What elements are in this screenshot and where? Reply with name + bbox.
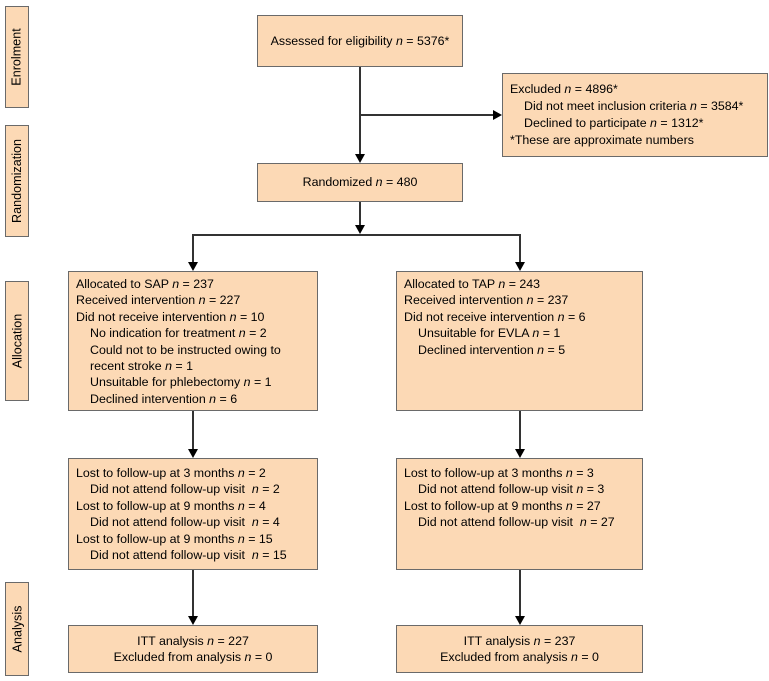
stage-label-text: Analysis <box>10 605 24 653</box>
stage-label-text: Enrolment <box>10 28 24 86</box>
arrowhead-down-icon <box>188 449 198 458</box>
connector-assessed-to-randomized <box>359 67 361 155</box>
box-line: Did not attend follow-up visit n = 4 <box>90 515 280 530</box>
stage-label-analysis: Analysis <box>5 582 29 676</box>
stage-label-text: Allocation <box>10 313 25 369</box>
box-line: Lost to follow-up at 3 months n = 3 <box>404 466 594 480</box>
box-line: Received intervention n = 227 <box>76 293 241 308</box>
box-line: *These are approximate numbers <box>510 133 694 147</box>
box-line: Did not attend follow-up visit n = 3 <box>418 482 605 497</box>
stage-label-allocation: Allocation <box>5 281 29 401</box>
box-line: Did not receive intervention n = 6 <box>404 309 586 324</box>
box-line: Lost to follow-up at 9 months n = 15 <box>76 531 273 546</box>
box-line: Excluded from analysis n = 0 <box>440 650 599 664</box>
arrowhead-down-icon <box>355 154 365 163</box>
box-line: Allocated to SAP n = 237 <box>76 277 214 291</box>
box-line: Did not meet inclusion criteria n = 3584… <box>524 99 744 113</box>
box-line: ITT analysis n = 227 <box>137 633 249 648</box>
box-assessed-for-eligibility: Assessed for eligibility n = 5376* <box>257 15 463 67</box>
box-line: Assessed for eligibility n = 5376* <box>270 33 450 48</box>
connector-split-to-alloc-right <box>519 236 521 263</box>
arrowhead-down-icon <box>188 616 198 625</box>
box-line: Randomized n = 480 <box>302 175 418 190</box>
connector-followup-to-itt-right <box>519 570 521 617</box>
box-line: Excluded from analysis n = 0 <box>113 650 273 664</box>
box-line: Declined to participate n = 1312* <box>524 116 704 130</box>
box-line: recent stroke n = 1 <box>90 359 193 374</box>
connector-split-to-alloc-left <box>192 236 194 263</box>
box-line: Did not attend follow-up visit n = 15 <box>90 548 287 563</box>
stage-label-enrolment: Enrolment <box>5 6 29 108</box>
box-line: Received intervention n = 237 <box>404 293 569 308</box>
arrowhead-down-icon <box>355 225 365 234</box>
box-line: Excluded n = 4896* <box>510 82 618 96</box>
box-line: Did not attend follow-up visit n = 27 <box>418 515 615 530</box>
box-line: Did not receive intervention n = 10 <box>76 309 265 324</box>
box-randomized: Randomized n = 480 <box>257 163 463 202</box>
connector-split-bar <box>192 234 521 236</box>
connector-alloc-to-followup-left <box>192 411 194 450</box>
box-followup-sap: Lost to follow-up at 3 months n = 2 Did n… <box>68 458 318 570</box>
box-line: Did not attend follow-up visit n = 2 <box>90 482 280 497</box>
connector-alloc-to-followup-right <box>519 411 521 450</box>
box-excluded: Excluded n = 4896* Did not meet inclusion… <box>502 73 768 157</box>
box-line: Lost to follow-up at 9 months n = 27 <box>404 498 601 513</box>
box-line: Could not to be instructed owing to <box>90 342 281 357</box>
arrowhead-down-icon <box>515 616 525 625</box>
connector-randomized-to-split <box>359 202 361 226</box>
box-followup-tap: Lost to follow-up at 3 months n = 3 Did n… <box>396 458 643 570</box>
box-line: Lost to follow-up at 3 months n = 2 <box>76 466 266 480</box>
box-line: Lost to follow-up at 9 months n = 4 <box>76 498 266 513</box>
stage-label-text: Randomization <box>10 138 25 224</box>
box-line: Unsuitable for EVLA n = 1 <box>418 326 561 341</box>
arrowhead-down-icon <box>515 449 525 458</box>
arrowhead-down-icon <box>188 262 198 271</box>
arrowhead-right-icon <box>493 110 502 120</box>
box-line: ITT analysis n = 237 <box>463 633 576 648</box>
arrowhead-down-icon <box>515 262 525 271</box>
box-line: Unsuitable for phlebectomy n = 1 <box>90 375 272 390</box>
stage-label-randomization: Randomization <box>5 125 29 237</box>
box-line: Allocated to TAP n = 243 <box>404 277 541 291</box>
box-line: No indication for treatment n = 2 <box>90 326 267 341</box>
connector-to-excluded <box>360 114 494 116</box>
connector-followup-to-itt-left <box>192 570 194 617</box>
box-line: Declined intervention n = 5 <box>418 342 566 357</box>
box-line: Declined intervention n = 6 <box>90 391 238 406</box>
